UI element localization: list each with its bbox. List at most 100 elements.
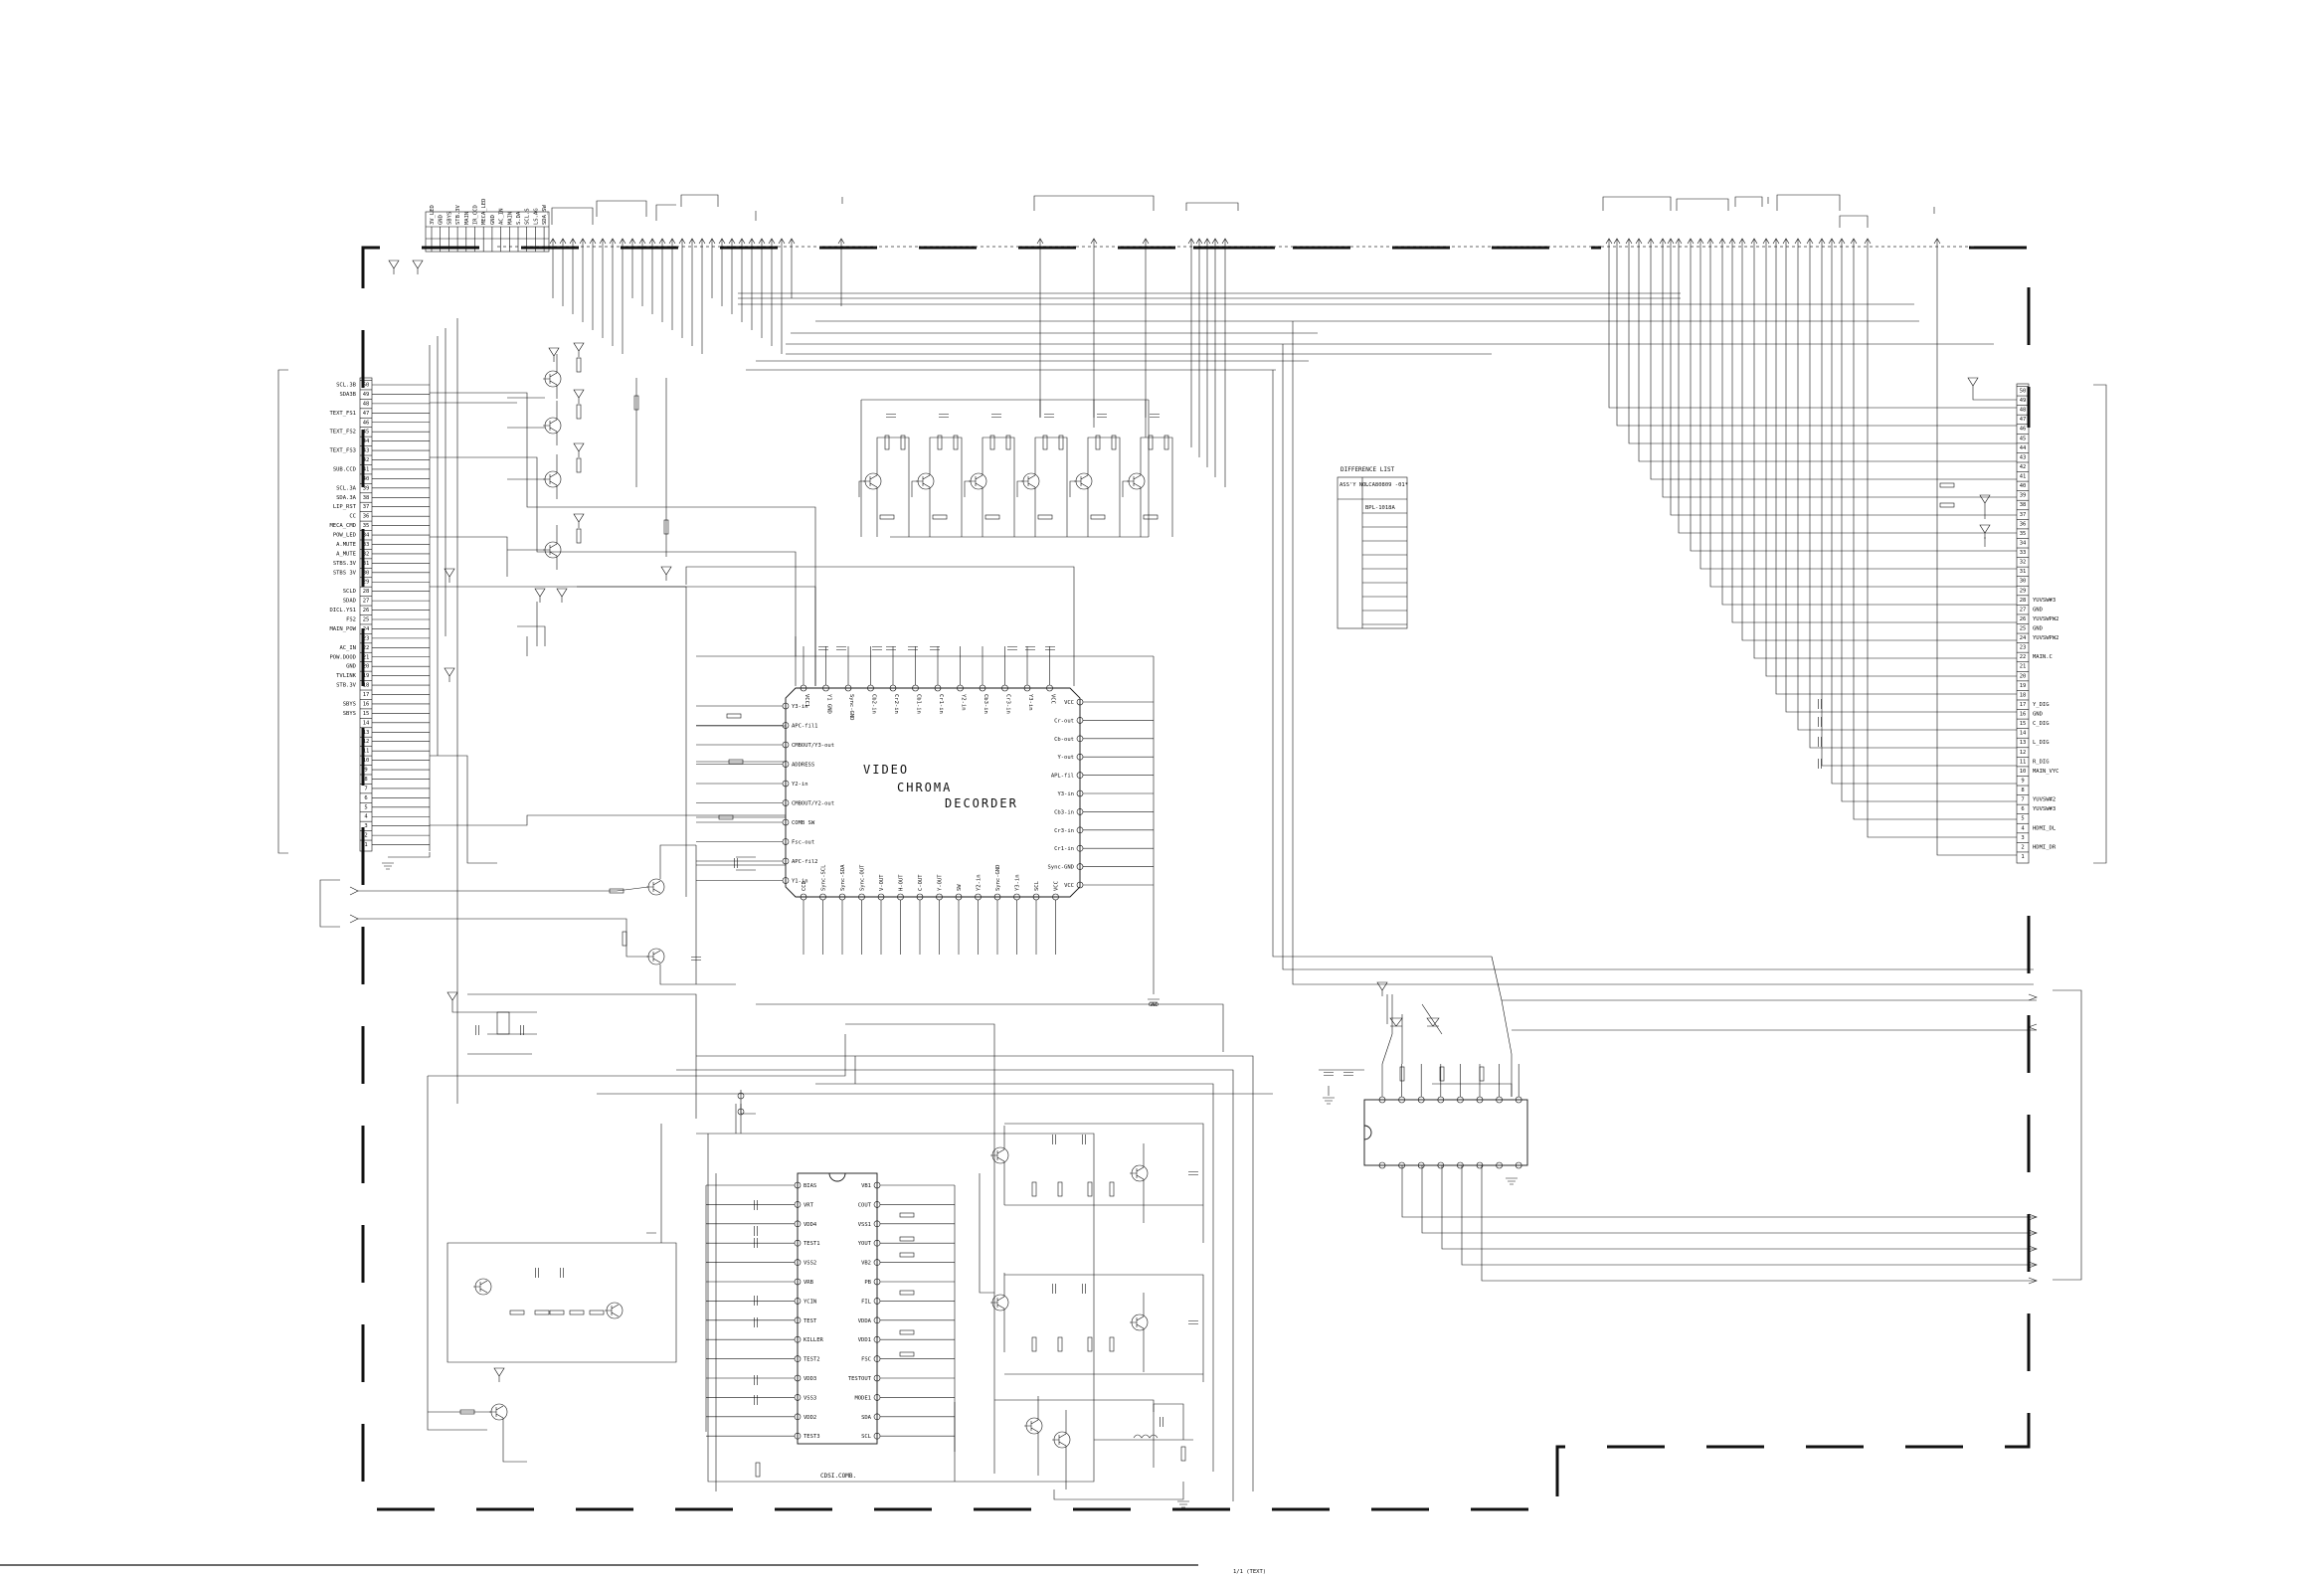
left-pin-number: 36 [363, 514, 370, 520]
right-pin-number: 37 [2020, 512, 2027, 518]
comb-left-pin: YCIN [804, 1299, 816, 1305]
output-resistor [1057, 1336, 1063, 1352]
right-pin-number: 6 [2021, 806, 2024, 812]
right-pin-number: 21 [2020, 664, 2027, 670]
vcc-icon [412, 260, 424, 275]
series-resistor [1939, 502, 1955, 508]
right-pin-number: 11 [2020, 759, 2027, 765]
left-pin-label: STB.3V [336, 683, 357, 689]
left-pin-number: 15 [363, 711, 370, 717]
comb-left-pin: TEST2 [804, 1357, 820, 1363]
decoder-bottom-pin: Sync-OUT [860, 864, 866, 891]
right-pin-label: YUVSW#2 [2033, 797, 2056, 803]
left-pin-label: GND [346, 664, 356, 670]
components [358, 260, 2017, 1508]
decoder-bottom-pin: Y-OUT [938, 874, 944, 891]
base-resistor [576, 457, 582, 473]
top-pin-label: GND [490, 215, 496, 225]
top-pin-label: MECA_LED [481, 199, 487, 226]
right-pin-number: 48 [2020, 408, 2027, 414]
comb-left-pin: TEST1 [804, 1241, 820, 1247]
right-pin-number: 24 [2020, 635, 2027, 641]
left-pin-label: SBYS [343, 701, 356, 707]
right-pin-number: 20 [2020, 673, 2027, 679]
bias-capacitor [560, 1267, 564, 1279]
decoder-right-pin: Sync-GND [1048, 865, 1075, 871]
left-connector: 50SCL.3B49SDA3B4847TEXT_FS14645TEXT_FS24… [277, 318, 458, 854]
decoder-top-pin: Y1 GND [826, 694, 832, 714]
left-pin-number: 31 [363, 561, 370, 567]
left-pin-label: SCL.3A [336, 485, 357, 491]
output-resistor [1031, 1336, 1037, 1352]
decoder-top-pin: Cb3-in [983, 694, 988, 714]
left-pin-number: 16 [363, 701, 370, 707]
dashed-border [361, 246, 2031, 1511]
left-pin-number: 49 [363, 392, 370, 398]
bias-resistor [549, 1310, 565, 1315]
decoder-left-pin: CMBOUT/Y2-out [792, 801, 834, 807]
output-transistor [1129, 1164, 1149, 1182]
right-pin-label: YUVSWPW2 [2033, 616, 2059, 622]
comb-filter-ic: BIASVRTVDD4TEST1VSS2VRBYCINTESTKILLERTES… [705, 1172, 956, 1480]
comb-left-pin: BIAS [804, 1183, 816, 1189]
left-pin-number: 33 [363, 542, 370, 548]
output-capacitor [1187, 1320, 1199, 1324]
left-pin-number: 29 [363, 580, 370, 586]
buffer-transistor [1126, 472, 1146, 490]
decoupling-capacitor [835, 646, 847, 650]
left-pin-number: 46 [363, 420, 370, 426]
comb-right-pin: YOUT [858, 1241, 872, 1247]
buffer-capacitor [1096, 414, 1108, 418]
left-pin-number: 35 [363, 523, 370, 529]
output-capacitor [1082, 1283, 1086, 1295]
decoder-left-pin: Y2-in [792, 782, 808, 788]
right-pin-number: 10 [2020, 769, 2027, 775]
logic-ic [1363, 981, 1528, 1169]
decoder-left-pin: Y3-in [792, 704, 808, 710]
decoder-right-pin: Cb3-in [1054, 809, 1074, 815]
decoder-left-pin: Y1-in [792, 879, 808, 885]
left-pin-number: 8 [364, 777, 367, 783]
left-pin-number: 32 [363, 551, 370, 557]
left-input-bracket [319, 879, 359, 928]
right-pin-label: HDMI_DR [2033, 844, 2056, 850]
filter-capacitor [734, 857, 738, 869]
vcc-icon [447, 991, 458, 1007]
left-pin-number: 10 [363, 758, 370, 764]
left-pin-label: AC_IN [339, 645, 356, 651]
comb-right-pin: SCL [861, 1434, 872, 1440]
comb-resistor [899, 1212, 915, 1218]
decoder-right-pin: Cr1-in [1054, 846, 1074, 852]
right-pin-number: 25 [2020, 626, 2027, 632]
left-pin-number: 22 [363, 645, 370, 651]
left-pin-number: 44 [363, 438, 370, 444]
decoupling-capacitor [1323, 1072, 1335, 1076]
right-pin-label: GND [2033, 712, 2043, 718]
left-pin-label: POW.DOOD [330, 654, 357, 660]
switch-transistor [542, 541, 562, 559]
left-pin-number: 23 [363, 635, 370, 641]
right-pin-label: YUVSWPW2 [2033, 635, 2059, 641]
right-pin-number: 45 [2020, 436, 2027, 441]
output-transistor [989, 1294, 1009, 1312]
right-pin-number: 7 [2021, 797, 2024, 803]
decoder-left-pin: COMB SW [792, 820, 815, 826]
decoder-title-2: CHROMA [897, 781, 952, 794]
input-resistor [622, 931, 627, 947]
buffer-capacitor [1043, 414, 1055, 418]
left-pin-label: TEXT_FS3 [330, 448, 357, 454]
left-pin-label: TVLINK [336, 673, 357, 679]
left-pin-label: DICL.YS1 [330, 608, 357, 613]
left-pin-number: 24 [363, 626, 370, 632]
right-pin-number: 14 [2020, 731, 2027, 737]
buffer-transistor [968, 472, 987, 490]
left-pin-number: 17 [363, 692, 370, 698]
right-pin-number: 12 [2020, 750, 2027, 756]
pullup-resistor [1399, 1066, 1405, 1082]
right-pin-number: 40 [2020, 483, 2027, 489]
output-capacitor [1187, 1171, 1199, 1175]
top-pin-label: STB.3V [455, 204, 461, 225]
bottom-left-transistor [604, 1302, 624, 1319]
right-pin-number: 26 [2020, 616, 2027, 622]
top-pin-label: GND [439, 215, 445, 225]
